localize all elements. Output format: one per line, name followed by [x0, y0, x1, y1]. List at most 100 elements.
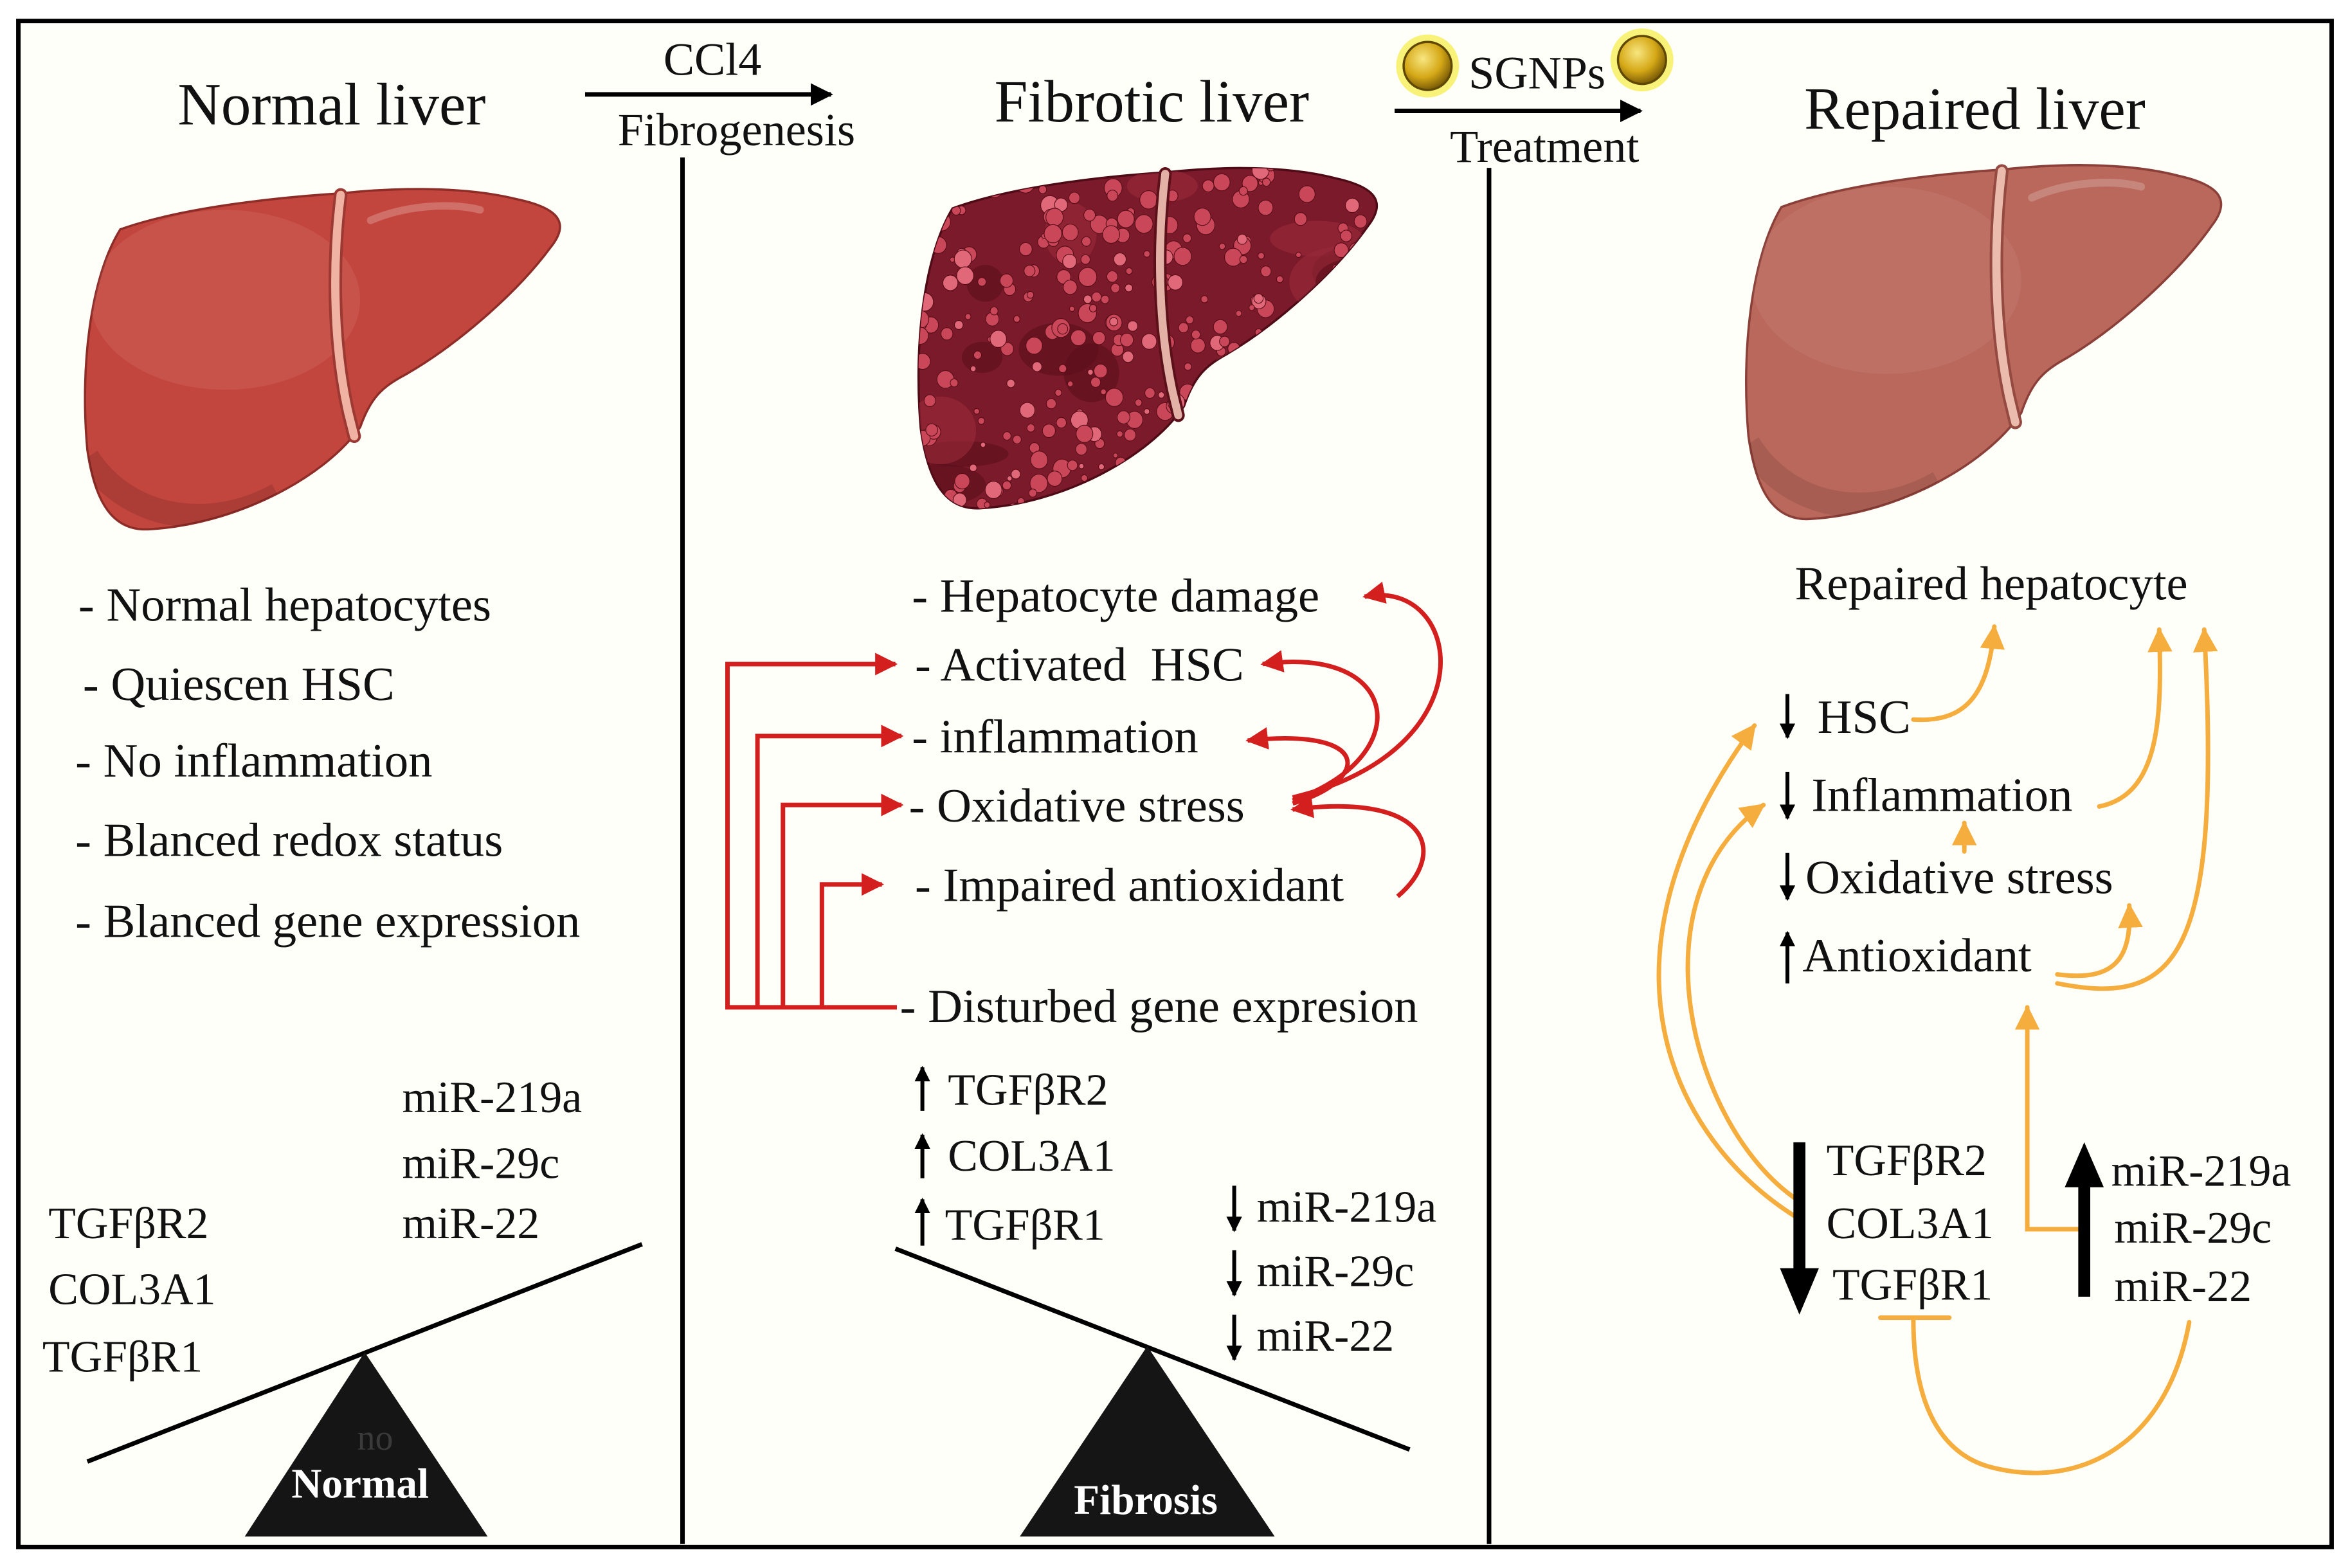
fibrotic-nodule: [1083, 208, 1096, 222]
fibrotic-nodule: [1026, 423, 1035, 433]
gene-label: TGFβR2: [48, 1199, 208, 1248]
fibrotic-nodule: [1157, 391, 1165, 399]
fibrotic-nodule: [1260, 266, 1272, 278]
fibrotic-nodule: [1042, 424, 1056, 438]
nanoparticle-icon: [1396, 34, 1460, 98]
fibrotic-nodule: [956, 266, 974, 285]
gene-to-antioxidant-arrow: [819, 873, 885, 1007]
falciform-ligament-inner: [1156, 170, 1182, 420]
fibrotic-nodule: [1125, 267, 1133, 275]
balance-beam: [894, 1247, 1411, 1452]
mirna-label: miR-29c: [402, 1139, 559, 1189]
fibrotic-nodule: [1239, 255, 1248, 264]
fibrotic-nodule: [1098, 463, 1105, 471]
mirna-inhibits-gene-path: [1911, 1317, 2192, 1475]
fibrotic-nodule: [1224, 248, 1243, 267]
fibrotic-patch: [961, 341, 1003, 374]
transition-treatment: SGNPs Treatment: [1395, 28, 1674, 172]
fibrotic-nodule: [1031, 361, 1042, 372]
nanoparticle-icon: [1610, 28, 1674, 92]
fibrotic-nodule: [1182, 233, 1192, 243]
fibrotic-nodule: [1069, 305, 1076, 312]
fibrotic-nodule: [1116, 430, 1123, 438]
fibrotic-nodule: [1340, 230, 1353, 242]
mirna-label: miR-22: [2114, 1262, 2252, 1311]
fibrotic-nodule: [977, 277, 987, 287]
fibrotic-nodule: [1257, 252, 1265, 260]
antioxidant-to-oxidative-arrow: [1290, 795, 1426, 899]
fibrotic-nodule: [1002, 480, 1012, 491]
fibrotic-nodule: [1173, 247, 1192, 266]
fibrotic-nodule: [1253, 293, 1264, 304]
feedback-arrows: [725, 581, 1443, 1010]
fibrotic-nodule: [1122, 350, 1134, 363]
fibrotic-nodule: [1062, 224, 1079, 241]
fibrotic-nodule: [1295, 251, 1302, 258]
feature-item: - Disturbed gene expresion: [900, 980, 1418, 1033]
fibrotic-nodule: [950, 378, 959, 388]
fibrotic-nodule: [1068, 192, 1081, 204]
genes-to-hsc-arrow: [1656, 723, 1799, 1220]
fibrotic-nodule: [1134, 399, 1143, 407]
fibrotic-nodule: [1044, 224, 1062, 244]
gene-label: TGFβR2: [948, 1065, 1108, 1115]
fibrotic-nodule: [999, 273, 1014, 288]
normal-liver-illustration: [84, 188, 561, 531]
fibrotic-nodule: [990, 306, 999, 316]
gene-label: TGFβR1: [42, 1333, 203, 1382]
fibrotic-nodule: [954, 473, 970, 490]
fibrotic-nodule: [1019, 402, 1036, 419]
fibrotic-nodule: [1018, 242, 1033, 257]
transition-process-fibrogenesis: Fibrogenesis: [618, 104, 855, 156]
big-down-arrow-head: [1780, 1268, 1819, 1315]
fibrotic-nodule: [1024, 264, 1036, 277]
fibrotic-nodule: [1168, 274, 1184, 291]
fibrotic-nodule: [954, 320, 964, 330]
mirna-label: miR-22: [1257, 1311, 1395, 1361]
panel-normal-liver: Normal liver - Normal hepatocytes - Quie…: [42, 72, 643, 1537]
panel-title: Repaired liver: [1804, 77, 2146, 143]
fibrotic-nodule: [1070, 329, 1087, 347]
balance-fulcrum: [244, 1352, 488, 1537]
fibrotic-nodule: [984, 480, 1002, 500]
fibrotic-nodule: [1100, 388, 1107, 395]
fibrotic-nodule: [1058, 364, 1067, 374]
transition-agent-sgnps: SGNPs: [1469, 48, 1605, 99]
fibrotic-nodule: [1067, 460, 1078, 471]
fibrotic-nodule: [1006, 475, 1013, 482]
fibrotic-nodule: [1144, 387, 1155, 399]
gene-label: TGFβR1: [1832, 1261, 1993, 1310]
fibrotic-nodule: [1093, 363, 1108, 379]
fibrotic-nodule: [977, 417, 986, 425]
fibrotic-nodule: [1091, 291, 1102, 303]
fibrotic-nodule: [1276, 275, 1284, 284]
fibrotic-nodule: [1143, 408, 1150, 415]
fibrotic-nodule: [1012, 435, 1022, 445]
fibrotic-nodule: [1190, 338, 1206, 354]
fibrotic-nodule: [1038, 185, 1047, 194]
fibrotic-nodule: [1143, 250, 1151, 258]
fibrotic-nodule: [1054, 388, 1062, 397]
panel-fibrotic-liver: Fibrotic liver - Hepatocyte damage - Act…: [725, 69, 1443, 1537]
fibrotic-nodule: [1191, 329, 1201, 340]
oxidative-to-damage-arrow: [1292, 581, 1443, 800]
treatment-effect-arrows: [1656, 624, 2218, 1475]
fibrotic-nodule: [1258, 199, 1274, 216]
gene-to-oxidative-arrow: [781, 793, 904, 1007]
fibrotic-nodule: [1193, 208, 1211, 226]
feature-item: HSC: [1818, 691, 1911, 744]
fibrotic-nodule: [1110, 283, 1121, 293]
genes-to-inflammation-arrow: [1685, 802, 1799, 1202]
fibrotic-nodule: [954, 249, 972, 269]
fibrotic-nodule: [1000, 341, 1015, 356]
fibrotic-nodule: [990, 330, 1008, 348]
fibrotic-nodule: [1102, 225, 1120, 244]
transition-process-treatment: Treatment: [1450, 121, 1639, 172]
hsc-to-repair-arrow: [1911, 624, 2005, 723]
fibrotic-nodule: [1090, 377, 1101, 388]
fibrotic-nodule: [1109, 317, 1119, 327]
fibrotic-nodule: [1057, 323, 1069, 335]
feature-item: - Blanced redox status: [75, 814, 503, 867]
fibrotic-nodule: [1078, 463, 1085, 469]
fibrotic-nodule: [1294, 212, 1308, 226]
